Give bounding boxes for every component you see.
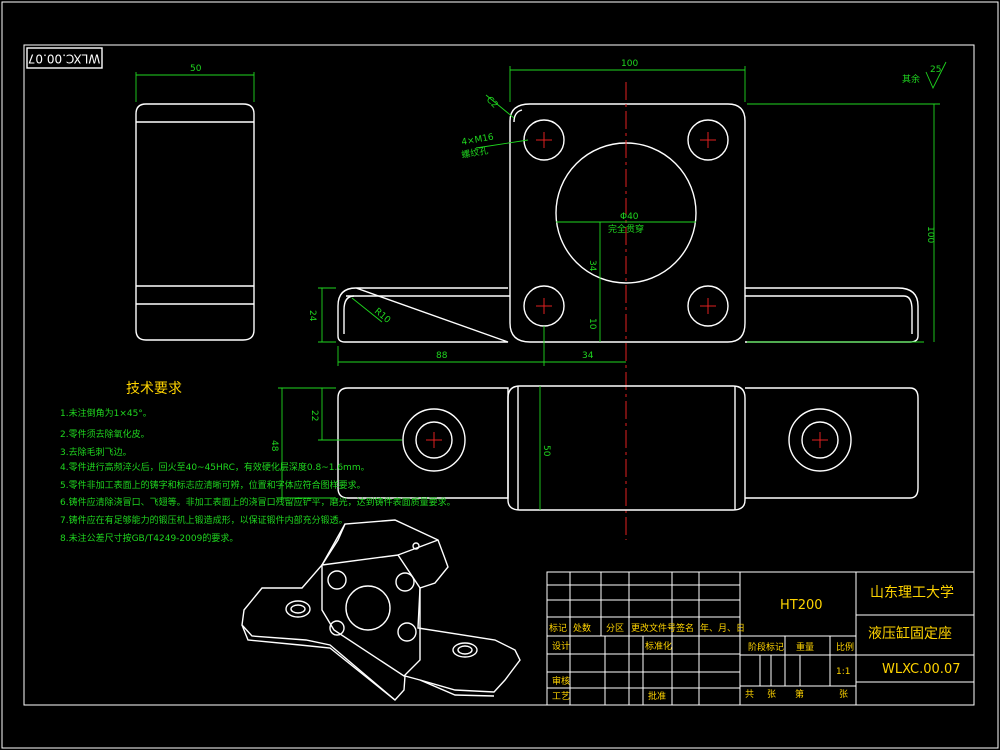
tb-code: WLXC.00.07 bbox=[882, 662, 960, 677]
tb-part-name: 液压缸固定座 bbox=[868, 625, 952, 642]
tech-item-3: 3.去除毛刺飞边。 bbox=[60, 446, 132, 458]
dim-top-width: 100 bbox=[621, 59, 638, 69]
tech-item-7: 7.铸件应在有足够能力的锻压机上锻造成形，以保证锻件内部充分锻透。 bbox=[60, 514, 348, 526]
svg-text:第: 第 bbox=[795, 688, 804, 700]
svg-text:张: 张 bbox=[839, 689, 848, 700]
svg-text:标记: 标记 bbox=[549, 622, 567, 634]
tech-item-2: 2.零件须去除氧化皮。 bbox=[60, 428, 150, 440]
svg-text:标准化: 标准化 bbox=[645, 640, 672, 652]
svg-text:1:1: 1:1 bbox=[836, 667, 850, 677]
svg-text:签名: 签名 bbox=[676, 622, 694, 634]
roughness-symbol: 其余 25 bbox=[902, 61, 947, 90]
tech-title: 技术要求 bbox=[126, 381, 182, 397]
dim-side-width: 50 bbox=[190, 64, 202, 74]
front-view: 22 48 50 bbox=[269, 385, 919, 511]
tech-item-1: 1.未注倒角为1×45°。 bbox=[60, 407, 152, 419]
dim-bore-note: 完全贯穿 bbox=[608, 223, 644, 235]
left-counterbore bbox=[402, 408, 466, 472]
drawing-code-box: WLXC.00.07 bbox=[26, 47, 103, 69]
svg-text:张: 张 bbox=[767, 689, 776, 700]
dim-10: 10 bbox=[587, 318, 597, 330]
dim-r10: R10 bbox=[372, 307, 392, 326]
svg-text:年、月、日: 年、月、日 bbox=[700, 622, 745, 634]
dim-height-100: 100 bbox=[925, 226, 935, 243]
dim-bore: Φ40 bbox=[620, 212, 639, 222]
inner-frame bbox=[23, 44, 975, 706]
dim-48: 48 bbox=[269, 440, 279, 452]
svg-text:设计: 设计 bbox=[552, 640, 570, 652]
svg-text:25: 25 bbox=[930, 65, 941, 75]
dim-88: 88 bbox=[436, 351, 448, 361]
tech-item-6: 6.铸件应清除浇冒口、飞翅等。非加工表面上的浇冒口残留应铲平，磨光，达到铸件表面… bbox=[60, 496, 456, 508]
svg-text:审核: 审核 bbox=[552, 675, 570, 687]
svg-text:分区: 分区 bbox=[606, 623, 624, 634]
svg-text:比例: 比例 bbox=[836, 641, 854, 653]
svg-text:工艺: 工艺 bbox=[552, 691, 570, 702]
title-block: HT200 山东理工大学 液压缸固定座 WLXC.00.07 标记 处数 分区 … bbox=[546, 571, 975, 706]
dim-chamfer: C2 bbox=[484, 95, 500, 111]
svg-text:共: 共 bbox=[745, 689, 754, 700]
tech-item-4: 4.零件进行高频淬火后，回火至40~45HRC，有效硬化层深度0.8~1.6mm… bbox=[60, 461, 370, 473]
svg-text:其余: 其余 bbox=[902, 73, 920, 85]
tb-material: HT200 bbox=[780, 598, 823, 613]
top-view: 100 100 C2 4×M16 螺纹孔 Φ40 完全贯穿 34 10 24 R… bbox=[307, 59, 940, 540]
isometric-view bbox=[241, 519, 521, 701]
svg-text:更改文件号: 更改文件号 bbox=[631, 622, 676, 634]
dim-34-horizontal: 34 bbox=[582, 351, 594, 361]
tech-item-5: 5.零件非加工表面上的铸字和标志应清晰可辨，位置和字体应符合图样要求。 bbox=[60, 479, 366, 491]
dim-22: 22 bbox=[309, 410, 319, 421]
drawing-code-rotated: WLXC.00.07 bbox=[28, 52, 100, 66]
svg-text:处数: 处数 bbox=[573, 622, 591, 634]
svg-text:阶段标记: 阶段标记 bbox=[748, 641, 784, 653]
tech-item-8: 8.未注公差尺寸按GB/T4249-2009的要求。 bbox=[60, 532, 238, 544]
svg-text:批准: 批准 bbox=[648, 690, 666, 702]
svg-text:重量: 重量 bbox=[796, 641, 814, 653]
dim-50: 50 bbox=[541, 445, 551, 457]
tech-requirements: 技术要求 1.未注倒角为1×45°。 2.零件须去除氧化皮。 3.去除毛刺飞边。… bbox=[60, 381, 456, 544]
tb-university: 山东理工大学 bbox=[870, 585, 954, 601]
dim-34-vertical: 34 bbox=[587, 260, 597, 272]
right-counterbore bbox=[788, 408, 852, 472]
square-flange bbox=[509, 103, 746, 343]
dim-24: 24 bbox=[307, 310, 317, 322]
side-view: 50 bbox=[135, 64, 255, 341]
